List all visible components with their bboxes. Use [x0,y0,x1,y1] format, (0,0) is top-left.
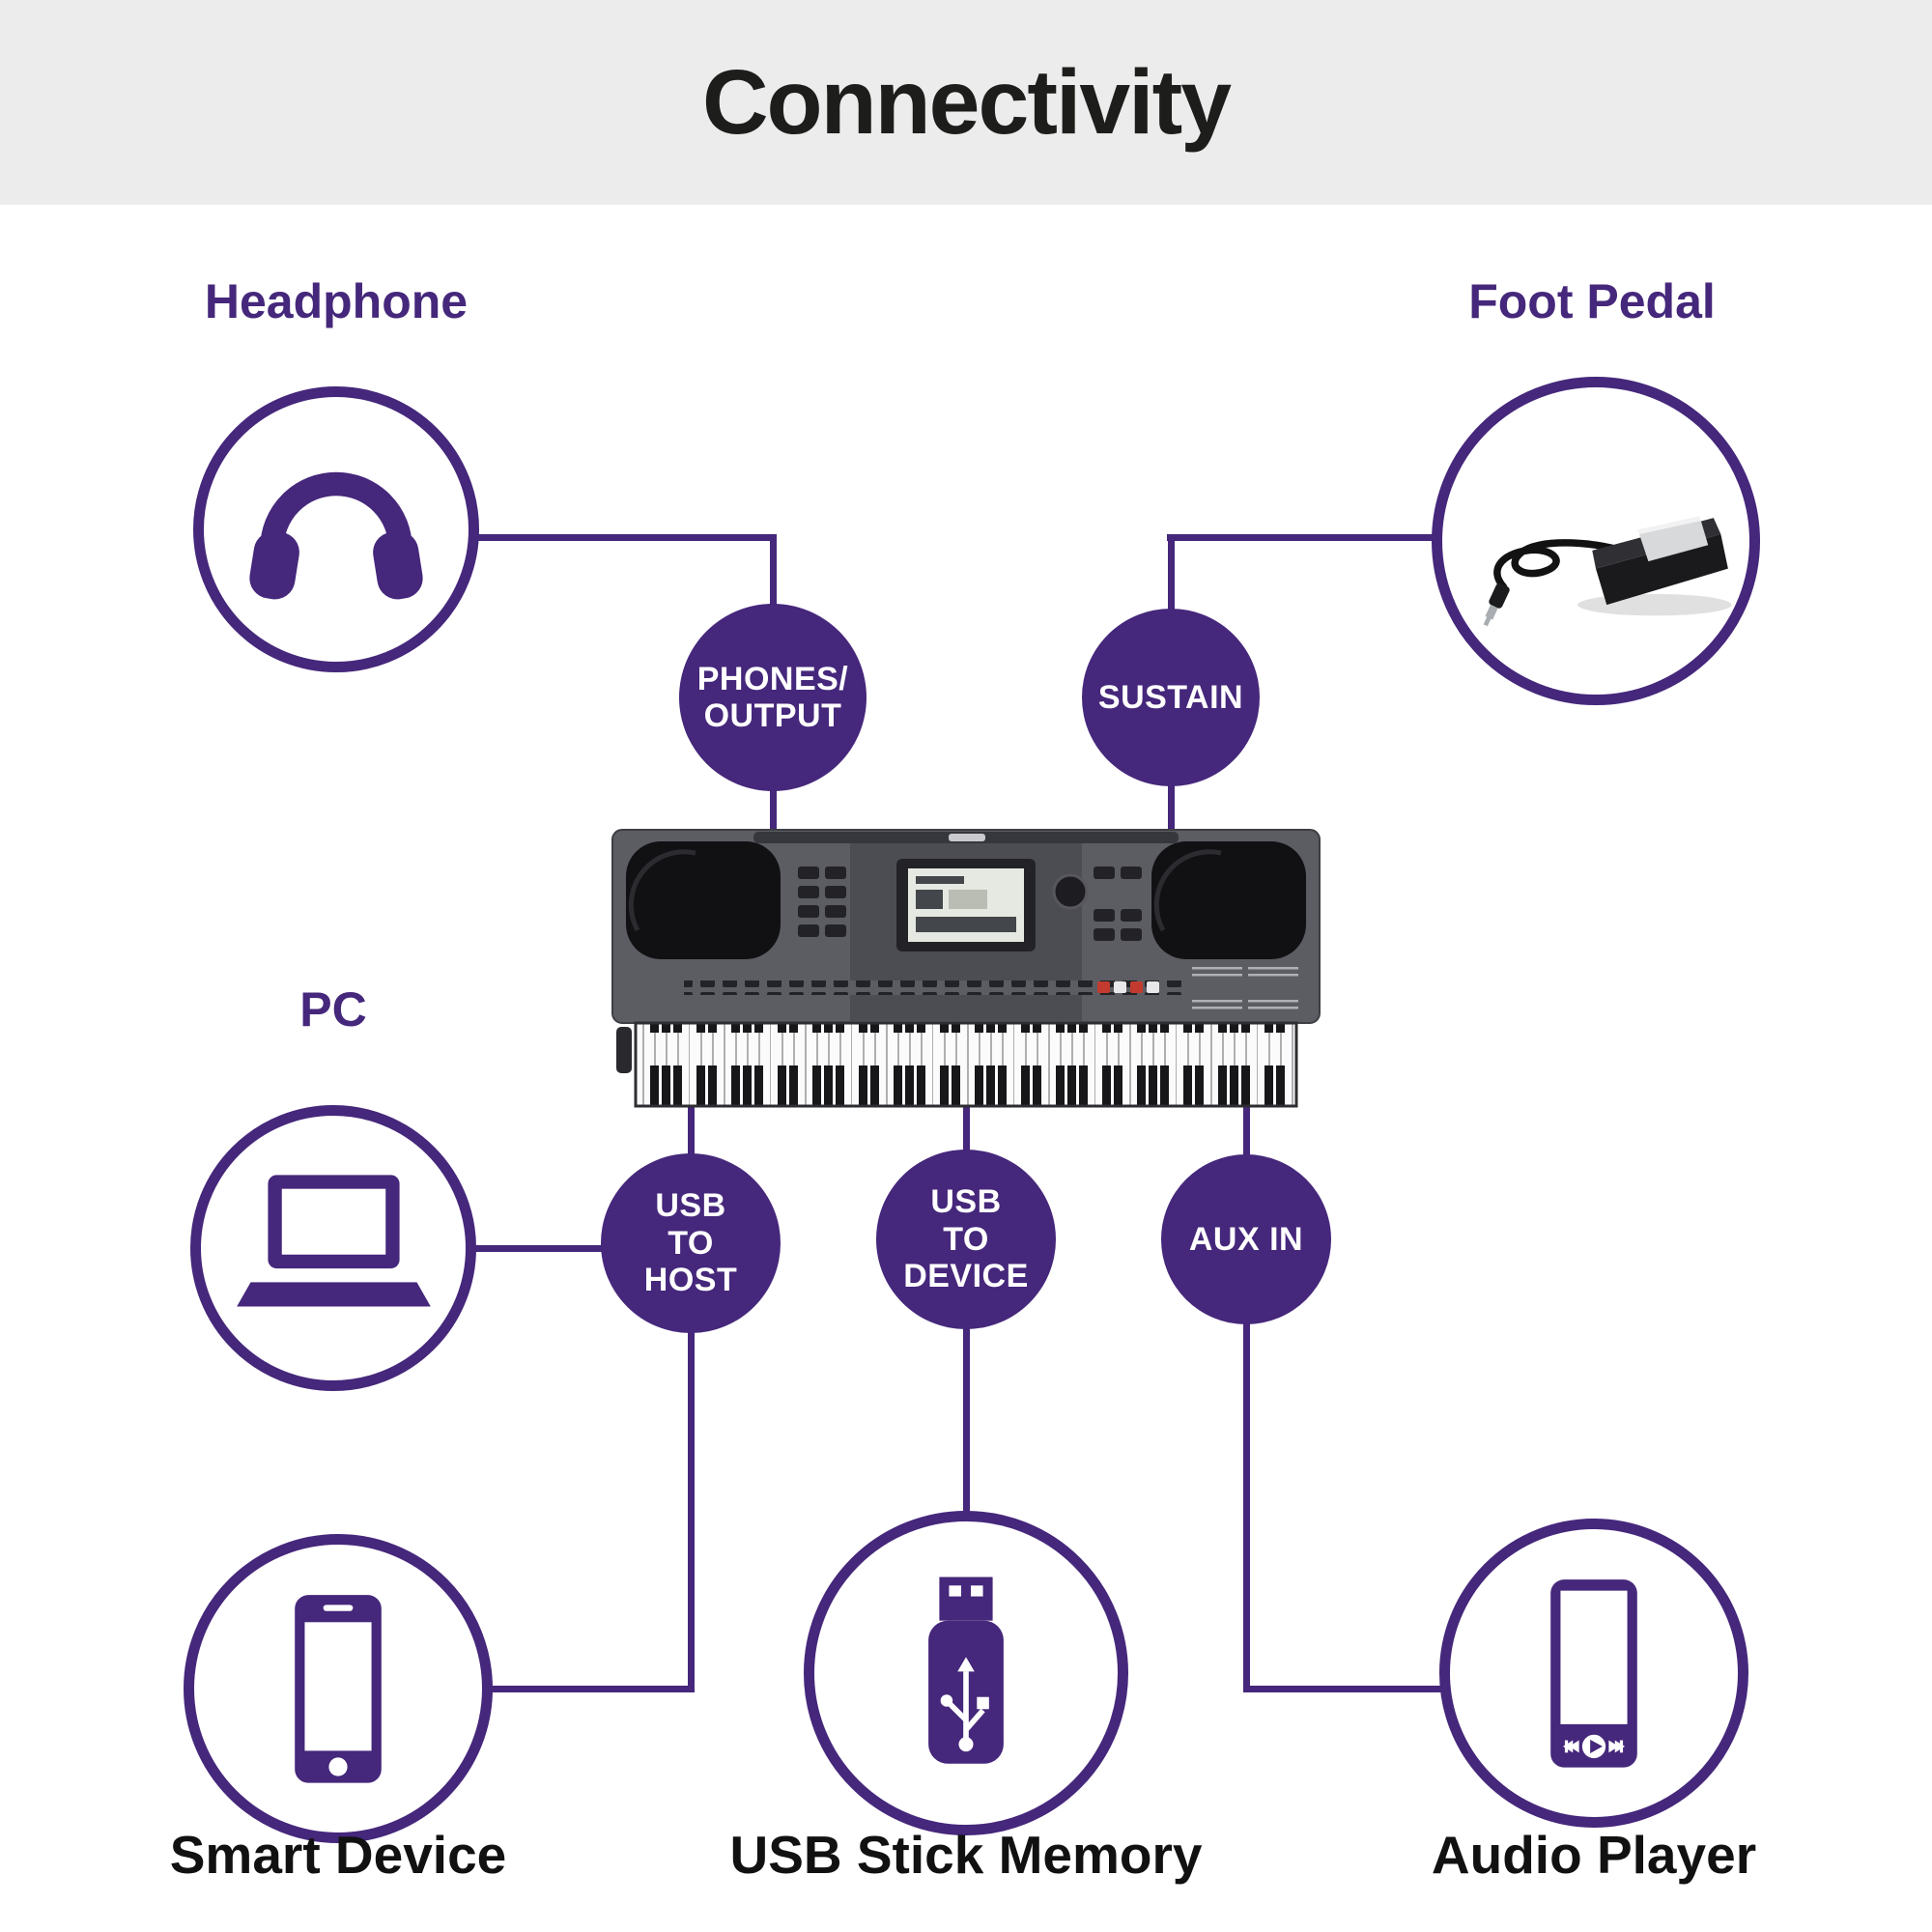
page-title: Connectivity [701,50,1232,154]
audio-player-label: Audio Player [1431,1825,1757,1885]
smart-device-circle [184,1534,493,1843]
smart-device-label: Smart Device [169,1825,507,1885]
line-auxin-to-audioplayer [1243,1686,1451,1692]
sustain-pedal-icon [1451,433,1741,650]
line-usbdevice-to-usbstick [963,1325,970,1519]
usb-to-host-line2: TO [668,1224,714,1262]
usb-to-device-line3: DEVICE [903,1258,1029,1295]
line-phones-to-keyboard [770,784,777,857]
title-banner: Connectivity [0,0,1932,205]
line-pedal-to-sustain [1167,534,1441,541]
line-keyboard-to-usbhost [688,1087,695,1164]
line-headphone-to-phones [454,534,777,541]
line-usbhost-to-smartdevice [478,1686,695,1692]
foot-pedal-label: Foot Pedal [1468,274,1716,328]
aux-in-label: AUX IN [1188,1220,1304,1258]
pc-label: PC [299,982,367,1037]
keyboard-illustration [609,816,1323,1116]
usb-to-device-line1: USB [930,1183,1002,1221]
foot-pedal-circle [1432,377,1760,705]
phones-output-label-line2: OUTPUT [703,697,842,734]
usb-stick-label: USB Stick Memory [729,1825,1203,1885]
audio-player-circle [1439,1519,1748,1828]
line-sustain-vertical-top [1168,537,1175,629]
smartphone-icon [276,1590,400,1788]
usb-to-host-line1: USB [655,1187,726,1225]
line-pc-to-usbhost [454,1245,618,1252]
phones-output-port-badge: PHONES/ OUTPUT [679,604,867,791]
aux-in-port-badge: AUX IN [1161,1154,1331,1324]
sustain-label: SUSTAIN [1097,678,1244,716]
headphone-circle [193,386,479,672]
usb-to-device-line2: TO [943,1220,989,1258]
usb-stick-circle [804,1511,1128,1835]
headphone-label: Headphone [204,274,469,328]
line-keyboard-to-auxin [1243,1087,1250,1164]
usb-to-host-line3: HOST [643,1262,738,1299]
phones-output-label-line1: PHONES/ [696,660,849,697]
laptop-icon [230,1161,438,1334]
headphones-icon [235,437,438,623]
line-phones-vertical-top [770,537,777,629]
sustain-port-badge: SUSTAIN [1082,609,1260,786]
line-keyboard-to-usbdevice [963,1087,970,1164]
pc-circle [190,1105,476,1391]
line-usbhost-vertical [688,1325,695,1692]
usb-to-host-port-badge: USB TO HOST [601,1153,781,1333]
line-sustain-to-keyboard [1168,784,1175,857]
usb-to-device-port-badge: USB TO DEVICE [876,1150,1056,1329]
usb-stick-icon [899,1570,1033,1776]
line-auxin-vertical [1243,1321,1250,1692]
audio-player-icon [1532,1575,1656,1773]
